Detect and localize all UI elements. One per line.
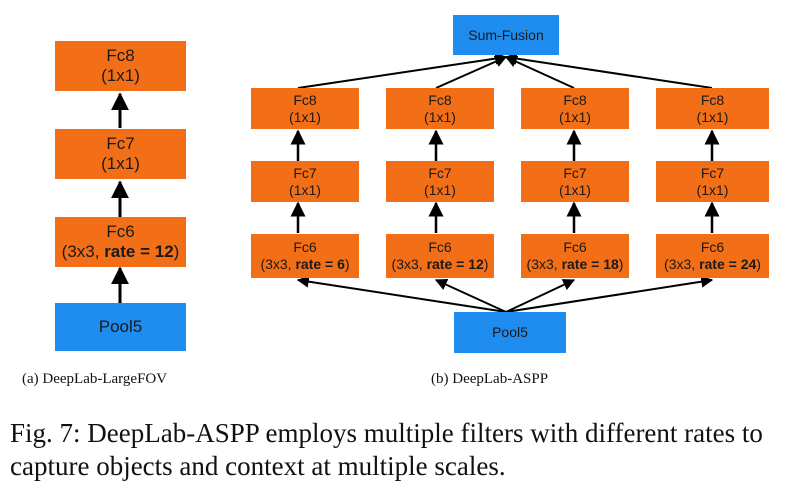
b1-fc6-detail: (3x3, rate = 6) [260,256,349,273]
left-fc8-detail: (1x1) [101,66,140,85]
b2-fc6-name: Fc6 [428,239,452,256]
left-fc8-box: Fc8 (1x1) [55,41,186,91]
b1-fc6-box: Fc6 (3x3, rate = 6) [251,234,359,278]
b4-fc6-name: Fc6 [700,239,725,256]
b3-fc6-rate: rate = 18 [561,256,619,272]
b2-fc7-box: Fc7 (1x1) [386,161,494,202]
b4-fc7-detail: (1x1) [696,181,729,198]
b2-fc8-box: Fc8 (1x1) [386,88,494,129]
b3-fc7-box: Fc7 (1x1) [521,161,629,202]
b2-fc7-name: Fc7 [428,164,452,181]
right-pool5-name: Pool5 [492,324,528,341]
b3-fc6-box: Fc6 (3x3, rate = 18) [521,234,629,278]
figure-caption: Fig. 7: DeepLab-ASPP employs multiple fi… [10,418,763,481]
left-diagram-label: (a) DeepLab-LargeFOV [22,371,168,387]
b3-fc6-suffix: ) [618,256,624,272]
b2-fc8-name: Fc8 [428,91,452,108]
b1-fc6-suffix: ) [344,256,350,272]
left-fc6-detail-suffix: ) [173,242,180,261]
right-pool5-box: Pool5 [454,312,566,353]
b2-fc8-detail: (1x1) [424,108,456,125]
left-fc7-detail: (1x1) [101,154,140,173]
left-fc7-name: Fc7 [106,133,135,153]
right-diagram-label: (b) DeepLab-ASPP [431,371,549,387]
arrow-pool-to-b2-fc6 [434,279,507,313]
b3-fc8-name: Fc8 [563,91,587,108]
b2-fc6-prefix: (3x3, [391,256,427,272]
b3-fc8-box: Fc8 (1x1) [521,88,629,129]
b1-fc8-name: Fc8 [293,91,317,108]
b1-fc6-rate: rate = 6 [295,256,345,272]
b2-fc6-rate: rate = 12 [426,256,484,272]
b4-fc8-box: Fc8 (1x1) [656,88,769,129]
left-fc8-name: Fc8 [106,45,135,65]
b4-fc6-suffix: ) [756,256,761,272]
b2-fc6-detail: (3x3, rate = 12) [392,256,489,273]
b4-fc6-detail: (3x3, rate = 24) [664,256,761,273]
b4-fc8-detail: (1x1) [696,108,729,125]
b1-fc7-detail: (1x1) [289,181,321,198]
b3-fc6-prefix: (3x3, [526,256,562,272]
b1-fc8-box: Fc8 (1x1) [251,88,359,129]
b4-fc6-box: Fc6 (3x3, rate = 24) [656,234,769,278]
b3-fc6-name: Fc6 [563,239,587,256]
arrow-pool-to-b4-fc6 [505,275,714,313]
b3-fc8-detail: (1x1) [559,108,591,125]
b1-fc6-name: Fc6 [293,239,317,256]
arrow-b1-fc8-to-fusion [297,52,508,89]
b3-fc6-detail: (3x3, rate = 18) [527,256,624,273]
b2-fc6-box: Fc6 (3x3, rate = 12) [386,234,494,278]
left-fc6-box: Fc6 (3x3, rate = 12) [55,217,186,267]
left-fc6-name: Fc6 [106,221,135,241]
left-pool5-name: Pool5 [98,316,143,336]
b2-fc6-suffix: ) [483,256,489,272]
left-fc7-box: Fc7 (1x1) [55,129,186,179]
left-fc6-detail-prefix: (3x3, [61,242,105,261]
b2-fc7-detail: (1x1) [424,181,456,198]
b4-fc8-name: Fc8 [700,91,725,108]
arrow-b4-fc8-to-fusion [504,52,713,89]
b1-fc6-prefix: (3x3, [260,256,296,272]
arrow-pool-to-b1-fc6 [296,275,507,313]
b1-fc7-box: Fc7 (1x1) [251,161,359,202]
b1-fc7-name: Fc7 [293,164,317,181]
left-pool5-box: Pool5 [55,303,186,351]
arrow-pool-to-b3-fc6 [505,279,576,313]
sum-fusion-box: Sum-Fusion [453,15,559,55]
b4-fc6-rate: rate = 24 [699,256,757,272]
b3-fc7-detail: (1x1) [559,181,591,198]
b4-fc7-name: Fc7 [700,164,725,181]
arrow-b2-fc8-to-fusion [435,55,508,89]
b3-fc7-name: Fc7 [563,164,587,181]
b1-fc8-detail: (1x1) [289,108,321,125]
left-fc6-detail: (3x3, rate = 12) [62,242,180,262]
left-fc6-rate: rate = 12 [104,242,174,261]
b4-fc6-prefix: (3x3, [664,256,700,272]
sum-fusion-name: Sum-Fusion [468,26,544,43]
b4-fc7-box: Fc7 (1x1) [656,161,769,202]
